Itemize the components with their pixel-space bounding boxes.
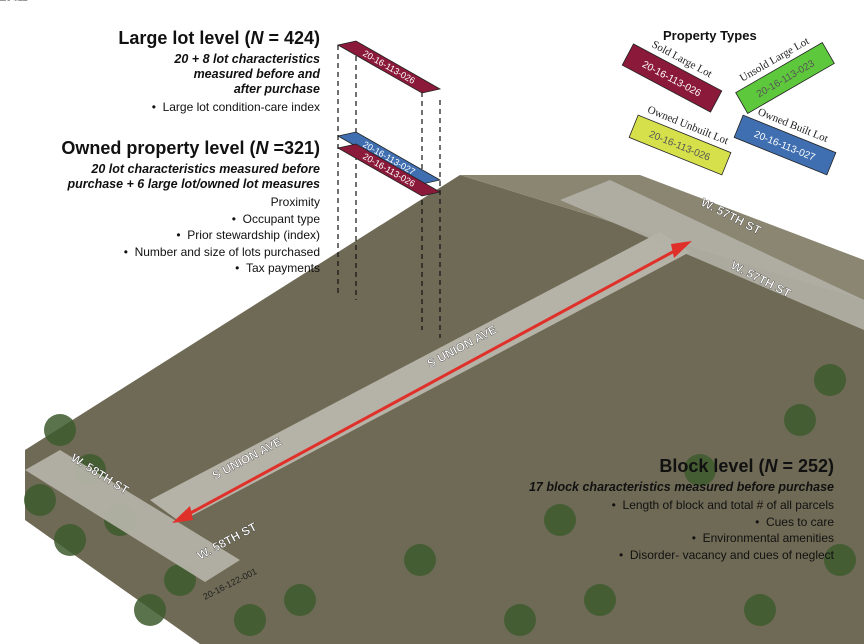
parcel-label: 20-16-113-036 <box>0 0 28 2</box>
58th-st-road <box>25 450 240 582</box>
parcel-label: 20-16-114-007 <box>0 0 28 2</box>
parcel-slab <box>336 40 442 94</box>
parcel-label: 20-16-113-032 <box>0 0 28 2</box>
parcel-label: 20-16-114-018 <box>0 0 28 2</box>
large-lot-title: Large lot level (N = 424) <box>118 28 320 48</box>
parcel-label: 20-16-114-008 <box>0 0 28 2</box>
list-item: Proximity <box>270 195 320 209</box>
parcel-label: 20-16-114-020 <box>0 0 28 2</box>
list-item: Length of block and total # of all parce… <box>504 497 834 514</box>
tree <box>44 414 76 446</box>
parcel-label: 20-16-113-043 <box>0 0 28 2</box>
list-item: Prior stewardship (index) <box>0 227 320 244</box>
tree <box>164 564 196 596</box>
large-lot-panel: Large lot level (N = 424) 20 + 8 lot cha… <box>20 27 320 116</box>
parcel-label: 20-16-113-027 <box>0 0 28 2</box>
parcel-label: 20-16-114-009 <box>0 0 28 2</box>
parcel-label: 20-16-114-013 <box>0 0 28 2</box>
parcel-label: 20-16-114-014 <box>0 0 28 2</box>
owned-property-title: Owned property level (N =321) <box>61 138 320 158</box>
stack-connector-lines <box>337 45 441 338</box>
parcel-label: 20-16-113-026 <box>0 0 28 2</box>
tree <box>234 604 266 636</box>
tree <box>404 544 436 576</box>
owned-property-list: Proximity Occupant type Prior stewardshi… <box>0 194 320 277</box>
legend-swatch <box>733 114 837 176</box>
tree <box>504 604 536 636</box>
parcel-label: 20-16-114-017 <box>0 0 28 2</box>
parcel-label: 20-16-114-019 <box>0 0 28 2</box>
tree <box>684 454 716 486</box>
parcel-label: 20-16-113-010 <box>0 0 28 2</box>
block-panel: Block level (N = 252) 17 block character… <box>504 455 834 563</box>
large-lot-subtitle: 20 + 8 lot characteristics measured befo… <box>174 52 320 96</box>
list-item: Disorder- vacancy and cues of neglect <box>504 547 834 564</box>
parcel-label: 20-16-113-029 <box>0 0 28 2</box>
legend-swatch <box>735 42 835 114</box>
tree <box>814 364 846 396</box>
57th-st-road <box>560 180 864 330</box>
parcel-label: 20-16-113-023 <box>0 0 28 2</box>
left-block: 20-16-113-04220-16-113-04320-16-113-0442… <box>0 0 28 2</box>
parcel-label: 20-16-114-005 <box>0 0 28 2</box>
block-length-arrow <box>172 241 692 523</box>
owned-property-panel: Owned property level (N =321) 20 lot cha… <box>0 137 320 277</box>
parcel-label: 20-16-114-012 <box>0 0 28 2</box>
parcel-label: 20-16-114-204 <box>0 0 28 2</box>
list-item: Occupant type <box>0 211 320 228</box>
parcel-label: 20-16-113-045 <box>0 0 28 2</box>
parcel-label: 20-16-113-026 <box>361 48 417 86</box>
parcel-label: 20-16-114-022 <box>0 0 28 2</box>
parcel-label: 20-16-114-015 <box>0 0 28 2</box>
parcel-label: 20-16-114-016 <box>0 0 28 2</box>
parcel-label: 20-16-114-006 <box>0 0 28 2</box>
tree <box>284 584 316 616</box>
parcel-label: 20-16-113-021 <box>0 0 28 2</box>
parcel-label: 20-16-113-031 <box>0 0 28 2</box>
parcel-label: 20-16-113-022 <box>0 0 28 2</box>
parcel-label: 20-16-113-044 <box>0 0 28 2</box>
block-subtitle: 17 block characteristics measured before… <box>528 480 834 494</box>
parcel-label: 20-16-113-025 <box>0 0 28 2</box>
tree <box>784 404 816 436</box>
parcel-label: 20-16-114-021 <box>0 0 28 2</box>
parcel-slab <box>336 143 442 197</box>
parcel-label: 20-16-114-010 <box>0 0 28 2</box>
union-ave-road <box>150 232 690 522</box>
parcel-label: 20-16-113-024 <box>0 0 28 2</box>
tree <box>744 594 776 626</box>
parcel-label: 20-16-113-035 <box>0 0 28 2</box>
parcel-label: 20-16-114-023 <box>0 0 28 2</box>
parcel-label: 20-16-113-030 <box>0 0 28 2</box>
list-item: Cues to care <box>504 514 834 531</box>
list-item: Large lot condition-care index <box>20 99 320 116</box>
list-item: Environmental amenities <box>504 530 834 547</box>
owned-property-subtitle: 20 lot characteristics measured before p… <box>67 162 320 191</box>
legend-swatch <box>621 43 723 113</box>
tree <box>134 594 166 626</box>
parcel-label: 20-16-113-020 <box>0 0 28 2</box>
legend-swatch <box>628 114 732 176</box>
parcel-label: 20-16-113-042 <box>0 0 28 2</box>
tree <box>24 484 56 516</box>
list-item: Tax payments <box>0 260 320 277</box>
list-item: Number and size of lots purchased <box>0 244 320 261</box>
parcel-label: 20-16-113-034 <box>0 0 28 2</box>
block-title: Block level (N = 252) <box>659 456 834 476</box>
parcel-label: 20-16-114-001 <box>0 0 28 2</box>
parcel-label: 20-16-113-028 <box>0 0 28 2</box>
parcel-label: 20-16-114-024 <box>0 0 28 2</box>
legend-title: Property Types <box>663 28 757 43</box>
tree <box>54 524 86 556</box>
block-list: Length of block and total # of all parce… <box>504 497 834 563</box>
upper-block: 20-16-113-03620-16-113-03520-16-113-0342… <box>0 0 28 2</box>
parcel-label: 20-16-114-011 <box>0 0 28 2</box>
tree <box>584 584 616 616</box>
large-lot-list: Large lot condition-care index <box>20 99 320 116</box>
parcel-label: 20-16-113-033 <box>0 0 28 2</box>
